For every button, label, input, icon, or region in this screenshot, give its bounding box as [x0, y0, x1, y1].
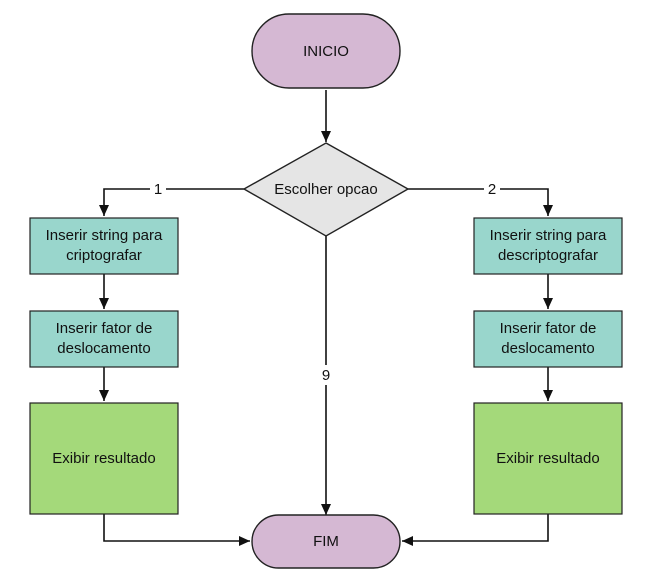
right-output-label: Exibir resultado: [496, 450, 599, 467]
start-node: INICIO: [251, 13, 401, 89]
decision-node: Escolher opcao: [242, 142, 410, 237]
left-input-string-line-2: criptografar: [66, 247, 142, 264]
right-input-shift-line-2: deslocamento: [501, 340, 594, 357]
left-output-node: Exibir resultado: [29, 402, 179, 515]
edge-label-option-9: 9: [322, 367, 330, 384]
left-input-shift-line-2: deslocamento: [57, 340, 150, 357]
right-input-string-line-1: Inserir string para: [490, 227, 607, 244]
right-input-string-node: Inserir string para descriptografar: [473, 217, 623, 275]
right-input-shift-line-1: Inserir fator de: [500, 320, 597, 337]
edge-label-option-2: 2: [488, 181, 496, 198]
end-node: FIM: [251, 514, 401, 569]
edge-label-option-1: 1: [154, 181, 162, 198]
left-input-string-node: Inserir string para criptografar: [29, 217, 179, 275]
start-label: INICIO: [303, 43, 349, 60]
right-output-node: Exibir resultado: [473, 402, 623, 515]
left-input-shift-line-1: Inserir fator de: [56, 320, 153, 337]
left-input-shift-node: Inserir fator de deslocamento: [29, 310, 179, 368]
left-input-string-line-1: Inserir string para: [46, 227, 163, 244]
edge-decision-to-left: [99, 188, 244, 216]
left-output-label: Exibir resultado: [52, 450, 155, 467]
right-input-shift-node: Inserir fator de deslocamento: [473, 310, 623, 368]
decision-label: Escolher opcao: [274, 181, 377, 198]
end-label: FIM: [313, 533, 339, 550]
edge-decision-to-right: [408, 188, 553, 216]
edge-left-output-to-end: [103, 514, 250, 546]
right-input-string-line-2: descriptografar: [498, 247, 598, 264]
edge-right-output-to-end: [402, 514, 549, 546]
